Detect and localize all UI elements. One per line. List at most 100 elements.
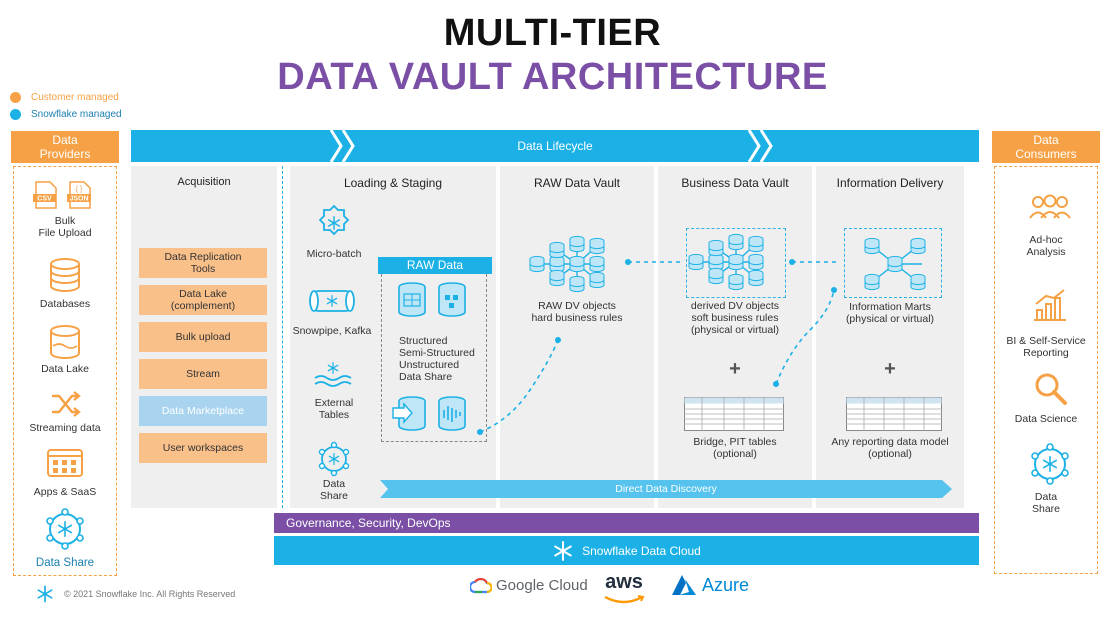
external-tables-icon [314,362,352,387]
providers-box [13,166,117,576]
providers-header-line1: Data [52,133,78,147]
title-line-2: DATA VAULT ARCHITECTURE [277,56,828,98]
raw-vault-network-icon [527,232,627,296]
business-vault-title: Business Data Vault [681,176,789,190]
legend-snowflake: Snowflake managed [10,109,122,120]
info-delivery-plus: + [884,358,896,380]
info-delivery-title: Information Delivery [836,176,944,190]
consumer-data-science: Data Science [1014,413,1078,425]
provider-bulk-file-upload: Bulk File Upload [38,215,92,239]
snowflake-icon [554,540,572,561]
legend-snowflake-label: Snowflake managed [31,109,122,120]
copyright-snowflake-icon [37,585,53,603]
direct-discovery-arrow [380,480,952,498]
lifecycle-label: Data Lifecycle [517,139,593,153]
provider-apps-saas: Apps & SaaS [33,486,97,498]
consumer-data-share-icon [1031,443,1069,485]
streaming-shuffle-icon [52,391,81,417]
title-line-1: MULTI-TIER [443,12,662,54]
governance-bar: Governance, Security, DevOps [274,513,979,533]
bi-chart-icon [1034,289,1066,321]
google-cloud-label: Google Cloud [496,577,588,594]
reporting-model-label: Any reporting data model (optional) [831,436,949,460]
azure-logo: Azure [670,574,749,596]
raw-vault-title: RAW Data Vault [533,176,621,190]
legend-customer: Customer managed [10,92,119,103]
acq-data-marketplace: Data Marketplace [139,396,267,426]
micro-batch-label: Micro-batch [306,248,362,260]
bridge-pit-table-icon [684,397,784,431]
acq-user-workspaces: User workspaces [139,433,267,463]
raw-data-types: Structured Semi-Structured Unstructured … [399,335,475,383]
google-cloud-icon [470,577,492,593]
info-marts-desc: Information Marts (physical or virtual) [845,301,935,325]
consumer-data-share: Data Share [1031,491,1061,515]
lifecycle-bar [131,130,979,162]
reporting-table-icon [846,397,942,431]
provider-data-lake: Data Lake [41,363,89,375]
business-vault-desc: derived DV objects soft business rules (… [690,300,780,336]
micro-batch-icon [318,204,350,236]
business-vault-network-icon [686,230,786,294]
direct-discovery-label: Direct Data Discovery [615,483,717,495]
blue-dot-icon [10,109,21,120]
info-delivery-panel [816,166,964,508]
legend-customer-label: Customer managed [31,92,119,103]
snowflake-cloud-bar: Snowflake Data Cloud [274,536,979,565]
aws-logo: aws [601,572,647,610]
raw-data-box [381,274,487,442]
data-share-icon [46,508,84,550]
adhoc-people-icon [1029,194,1071,219]
acq-stream: Stream [139,359,267,389]
raw-data-unstructured-icons [392,396,466,431]
raw-data-header: RAW Data [378,257,492,274]
flow-connectors [477,259,838,435]
loading-title: Loading & Staging [343,176,443,190]
loading-data-share-label: Data Share [319,478,349,502]
business-vault-dashed-box [686,228,786,298]
info-delivery-dashed-box [844,228,942,298]
acq-data-lake: Data Lake (complement) [139,285,267,315]
svg-text:JSON: JSON [69,196,88,203]
orange-dot-icon [10,92,21,103]
lifecycle-divider [282,166,283,508]
consumer-adhoc: Ad-hoc Analysis [1026,234,1066,258]
aws-smile-icon [604,595,645,604]
data-lake-icon [50,325,80,359]
bridge-pit-label: Bridge, PIT tables (optional) [693,436,777,460]
google-cloud-logo: Google Cloud [470,577,588,594]
azure-icon [672,575,696,595]
provider-streaming: Streaming data [29,422,101,434]
consumer-bi: BI & Self-Service Reporting [1006,335,1086,359]
databases-icon [50,258,80,292]
consumers-header-line2: Consumers [1015,147,1077,161]
raw-vault-panel [500,166,654,508]
consumers-header-line1: Data [1033,133,1059,147]
apps-saas-icon [47,449,83,477]
provider-data-share: Data Share [35,557,95,569]
business-vault-plus: + [729,358,741,380]
snowpipe-label: Snowpipe, Kafka [292,325,372,337]
business-vault-panel [658,166,812,508]
loading-data-share-icon [318,441,350,477]
svg-text:{ }: { } [76,186,83,193]
file-upload-icon: CSV JSON { } [33,181,91,209]
consumers-box [994,166,1098,574]
magnifier-icon [1035,373,1067,405]
acq-bulk-upload: Bulk upload [139,322,267,352]
acq-data-replication-tools: Data Replication Tools [139,248,267,278]
raw-data-structured-icons [398,282,466,317]
svg-text:CSV: CSV [37,196,52,203]
raw-vault-desc: RAW DV objects hard business rules [531,300,623,324]
snowpipe-icon [309,290,355,312]
snowflake-cloud-label: Snowflake Data Cloud [582,543,701,558]
providers-header-line2: Providers [39,147,91,161]
governance-label: Governance, Security, DevOps [286,516,451,530]
consumers-header: Data Consumers [992,131,1100,163]
acquisition-title: Acquisition [177,176,231,188]
aws-label: aws [605,571,643,593]
copyright-text: © 2021 Snowflake Inc. All Rights Reserve… [64,589,236,599]
provider-databases: Databases [39,298,91,310]
azure-label: Azure [702,574,750,595]
info-marts-icon [864,237,926,291]
